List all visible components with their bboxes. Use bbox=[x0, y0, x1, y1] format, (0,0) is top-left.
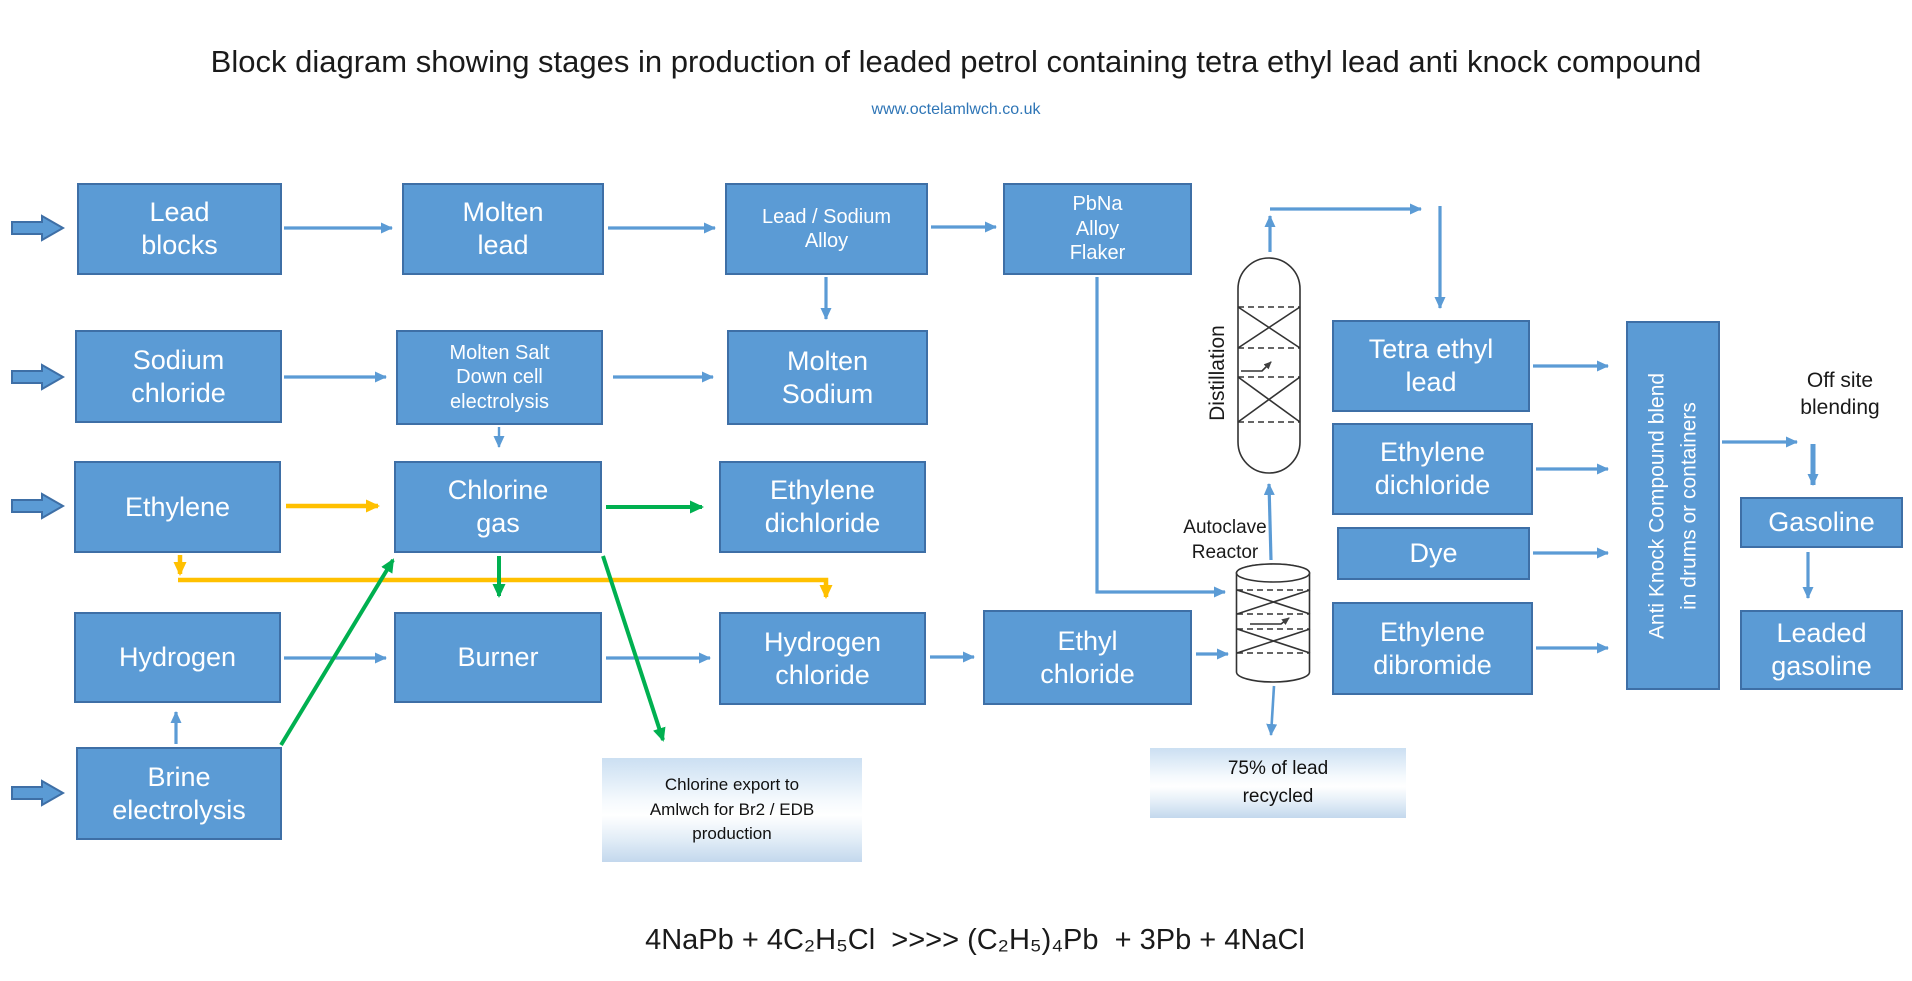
autoclave-reactor-label: Autoclave Reactor bbox=[1183, 517, 1267, 563]
node-sodium-chloride: Sodium chloride bbox=[75, 330, 282, 423]
node-dye: Dye bbox=[1337, 527, 1530, 580]
flow-arrows-blue bbox=[170, 203, 1819, 744]
node-ethyl-chloride: Ethyl chloride bbox=[983, 610, 1192, 705]
node-leaded-gasoline: Leaded gasoline bbox=[1740, 610, 1903, 690]
node-lead-sodium-alloy: Lead / Sodium Alloy bbox=[725, 183, 928, 275]
node-gasoline: Gasoline bbox=[1740, 497, 1903, 548]
flow-arrows-green bbox=[279, 500, 704, 747]
autoclave-reactor-icon bbox=[1235, 563, 1311, 683]
input-arrow-ethylene bbox=[11, 492, 66, 520]
node-molten-lead: Molten lead bbox=[402, 183, 604, 275]
input-arrows bbox=[11, 214, 66, 807]
node-burner: Burner bbox=[394, 612, 602, 703]
distillation-column-icon bbox=[1237, 257, 1301, 474]
input-arrow-brine bbox=[11, 779, 66, 807]
node-hydrogen: Hydrogen bbox=[74, 612, 281, 703]
node-down-cell-electrolysis: Molten Salt Down cell electrolysis bbox=[396, 330, 603, 425]
node-pbna-alloy-flaker: PbNa Alloy Flaker bbox=[1003, 183, 1192, 275]
node-anti-knock-blend: Anti Knock Compound blend in drums or co… bbox=[1626, 321, 1720, 690]
input-arrow-lead bbox=[11, 214, 66, 242]
chemical-equation: 4NaPb + 4C₂H₅Cl >>>> (C₂H₅)₄Pb + 3Pb + 4… bbox=[645, 924, 1305, 956]
anti-knock-blend-label: Anti Knock Compound blend in drums or co… bbox=[1645, 372, 1701, 639]
page-title: Block diagram showing stages in producti… bbox=[210, 44, 1702, 79]
node-lead-blocks: Lead blocks bbox=[77, 183, 282, 275]
node-chlorine-gas: Chlorine gas bbox=[394, 461, 602, 553]
node-ethylene-dichloride: Ethylene dichloride bbox=[719, 461, 926, 553]
distillation-label: Distillation bbox=[1206, 325, 1229, 421]
input-arrow-sodium-chloride bbox=[11, 363, 66, 391]
node-brine-electrolysis: Brine electrolysis bbox=[76, 747, 282, 840]
node-hydrogen-chloride: Hydrogen chloride bbox=[719, 612, 926, 705]
node-ethylene: Ethylene bbox=[74, 461, 281, 553]
chlorine-export-note: Chlorine export to Amlwch for Br2 / EDB … bbox=[602, 758, 862, 862]
node-tetra-ethyl-lead: Tetra ethyl lead bbox=[1332, 320, 1530, 412]
node-ethylene-dichloride-right: Ethylene dichloride bbox=[1332, 423, 1533, 515]
lead-recycled-note: 75% of lead recycled bbox=[1150, 748, 1406, 818]
flow-arrows-yellow bbox=[173, 499, 833, 599]
node-molten-sodium: Molten Sodium bbox=[727, 330, 928, 425]
node-ethylene-dibromide: Ethylene dibromide bbox=[1332, 602, 1533, 695]
off-site-blending-label: Off site blending bbox=[1800, 369, 1880, 420]
website-link[interactable]: www.octelamlwch.co.uk bbox=[871, 101, 1041, 118]
